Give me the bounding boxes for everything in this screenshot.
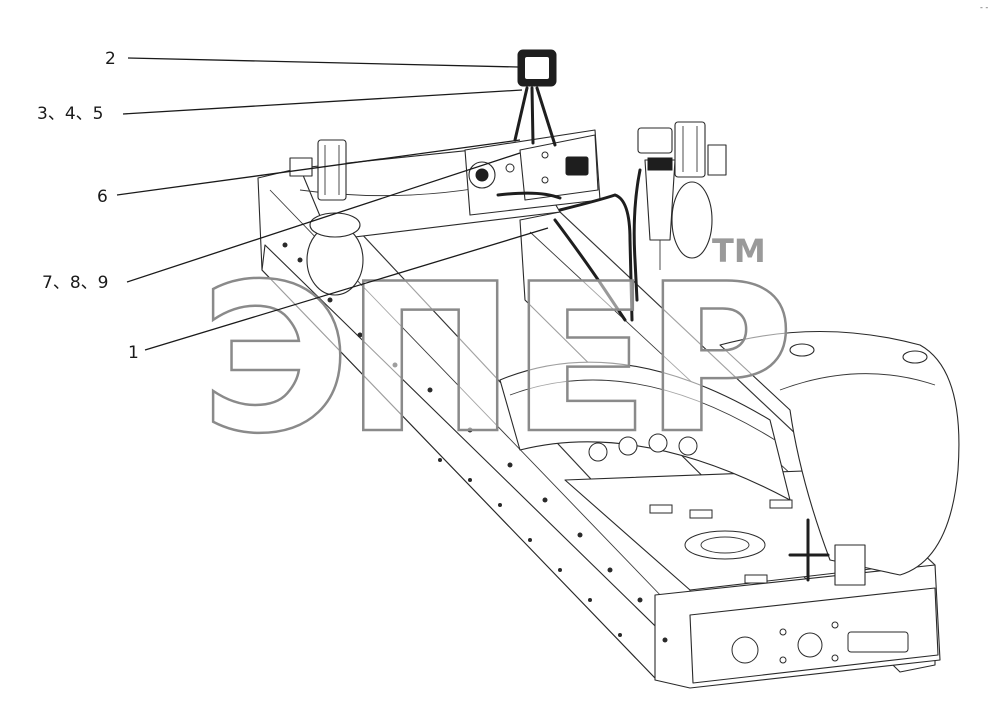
watermark: ЭПЕР TM — [199, 232, 796, 480]
left-cab-suspension — [289, 139, 364, 296]
callout-7-8-9: 7、8、9 — [42, 152, 521, 293]
watermark-text: ЭПЕР — [200, 241, 788, 479]
tilt-cylinder — [637, 127, 676, 270]
callouts: 2 3、4、5 6 7、8、9 1 — [37, 49, 549, 363]
callout-label: 2 — [105, 49, 116, 69]
watermark-trademark: TM — [712, 232, 766, 270]
wiring-harness — [496, 168, 642, 322]
callout-label: 7、8、9 — [42, 273, 108, 293]
rail-holes — [282, 242, 668, 643]
callout-1: 1 — [128, 227, 549, 363]
rear-crossmember — [654, 564, 941, 689]
rear-bracket — [788, 518, 866, 586]
corner-mark: - - — [980, 3, 988, 12]
callout-3-4-5: 3、4、5 — [37, 89, 523, 124]
callout-label: 6 — [97, 187, 108, 207]
arched-crossmember — [499, 361, 791, 501]
callout-label: 1 — [128, 343, 139, 363]
callout-2: 2 — [105, 49, 519, 69]
chassis-frame — [257, 49, 960, 689]
callout-label: 3、4、5 — [37, 104, 103, 124]
monitor-assembly — [513, 49, 557, 147]
right-cab-suspension — [671, 121, 727, 259]
fuel-tank — [719, 331, 960, 576]
callout-6: 6 — [97, 139, 521, 207]
